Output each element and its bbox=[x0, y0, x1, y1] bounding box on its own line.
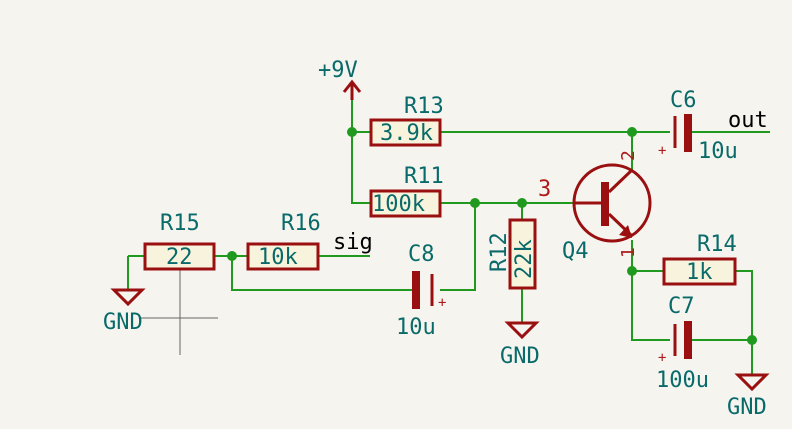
r16-value: 10k bbox=[258, 245, 298, 270]
c7-ref: C7 bbox=[668, 294, 695, 319]
gnd-symbol-r15[interactable]: GND bbox=[103, 288, 146, 335]
resistor-r13[interactable]: R13 3.9k bbox=[369, 94, 444, 147]
r16-ref: R16 bbox=[281, 211, 321, 236]
capacitor-c8[interactable]: C8 10u + bbox=[396, 242, 446, 340]
r14-ref: R14 bbox=[697, 232, 737, 257]
r11-value: 100k bbox=[372, 192, 425, 217]
c6-value: 10u bbox=[698, 139, 738, 164]
junctions bbox=[227, 127, 757, 345]
r12-ref: R12 bbox=[487, 232, 512, 272]
r13-ref: R13 bbox=[404, 94, 444, 119]
gnd-label-emitter: GND bbox=[727, 395, 767, 420]
c8-plus: + bbox=[438, 295, 446, 311]
resistor-r16[interactable]: R16 10k bbox=[246, 211, 321, 271]
c7-plus: + bbox=[658, 350, 666, 366]
resistor-r14[interactable]: R14 1k bbox=[662, 232, 737, 286]
q4-ref: Q4 bbox=[562, 239, 589, 264]
c7-value: 100u bbox=[656, 368, 709, 393]
r11-ref: R11 bbox=[404, 164, 444, 189]
resistor-r15[interactable]: R15 22 bbox=[143, 211, 216, 271]
gnd-symbol-r12[interactable]: GND bbox=[500, 321, 540, 369]
capacitor-c6[interactable]: C6 10u + bbox=[658, 88, 738, 164]
net-label-sig[interactable]: sig bbox=[333, 230, 373, 255]
c6-ref: C6 bbox=[670, 88, 697, 113]
net-label-out[interactable]: out bbox=[728, 108, 768, 133]
gnd-label-r15: GND bbox=[103, 310, 143, 335]
q4-pin-base: 3 bbox=[538, 177, 551, 202]
resistor-r12[interactable]: R12 22k bbox=[487, 218, 537, 290]
gnd-symbol-emitter[interactable]: GND bbox=[727, 373, 770, 420]
capacitor-c7[interactable]: C7 100u + bbox=[656, 294, 709, 393]
c8-value: 10u bbox=[396, 315, 436, 340]
r12-value: 22k bbox=[512, 239, 537, 279]
r15-value: 22 bbox=[166, 245, 193, 270]
c6-plus: + bbox=[658, 143, 666, 159]
q4-pin-collector: 2 bbox=[618, 150, 639, 161]
c8-ref: C8 bbox=[408, 242, 435, 267]
vcc-symbol[interactable]: +9V bbox=[318, 58, 362, 100]
r13-value: 3.9k bbox=[380, 121, 433, 146]
cursor-crosshair bbox=[140, 268, 218, 355]
vcc-label: +9V bbox=[318, 58, 358, 83]
transistor-q4[interactable]: 3 2 1 Q4 bbox=[538, 150, 652, 264]
resistor-r11[interactable]: R11 100k bbox=[369, 164, 444, 218]
gnd-label-r12: GND bbox=[500, 344, 540, 369]
r14-value: 1k bbox=[686, 260, 713, 285]
q4-pin-emitter: 1 bbox=[618, 247, 639, 258]
r15-ref: R15 bbox=[160, 211, 200, 236]
